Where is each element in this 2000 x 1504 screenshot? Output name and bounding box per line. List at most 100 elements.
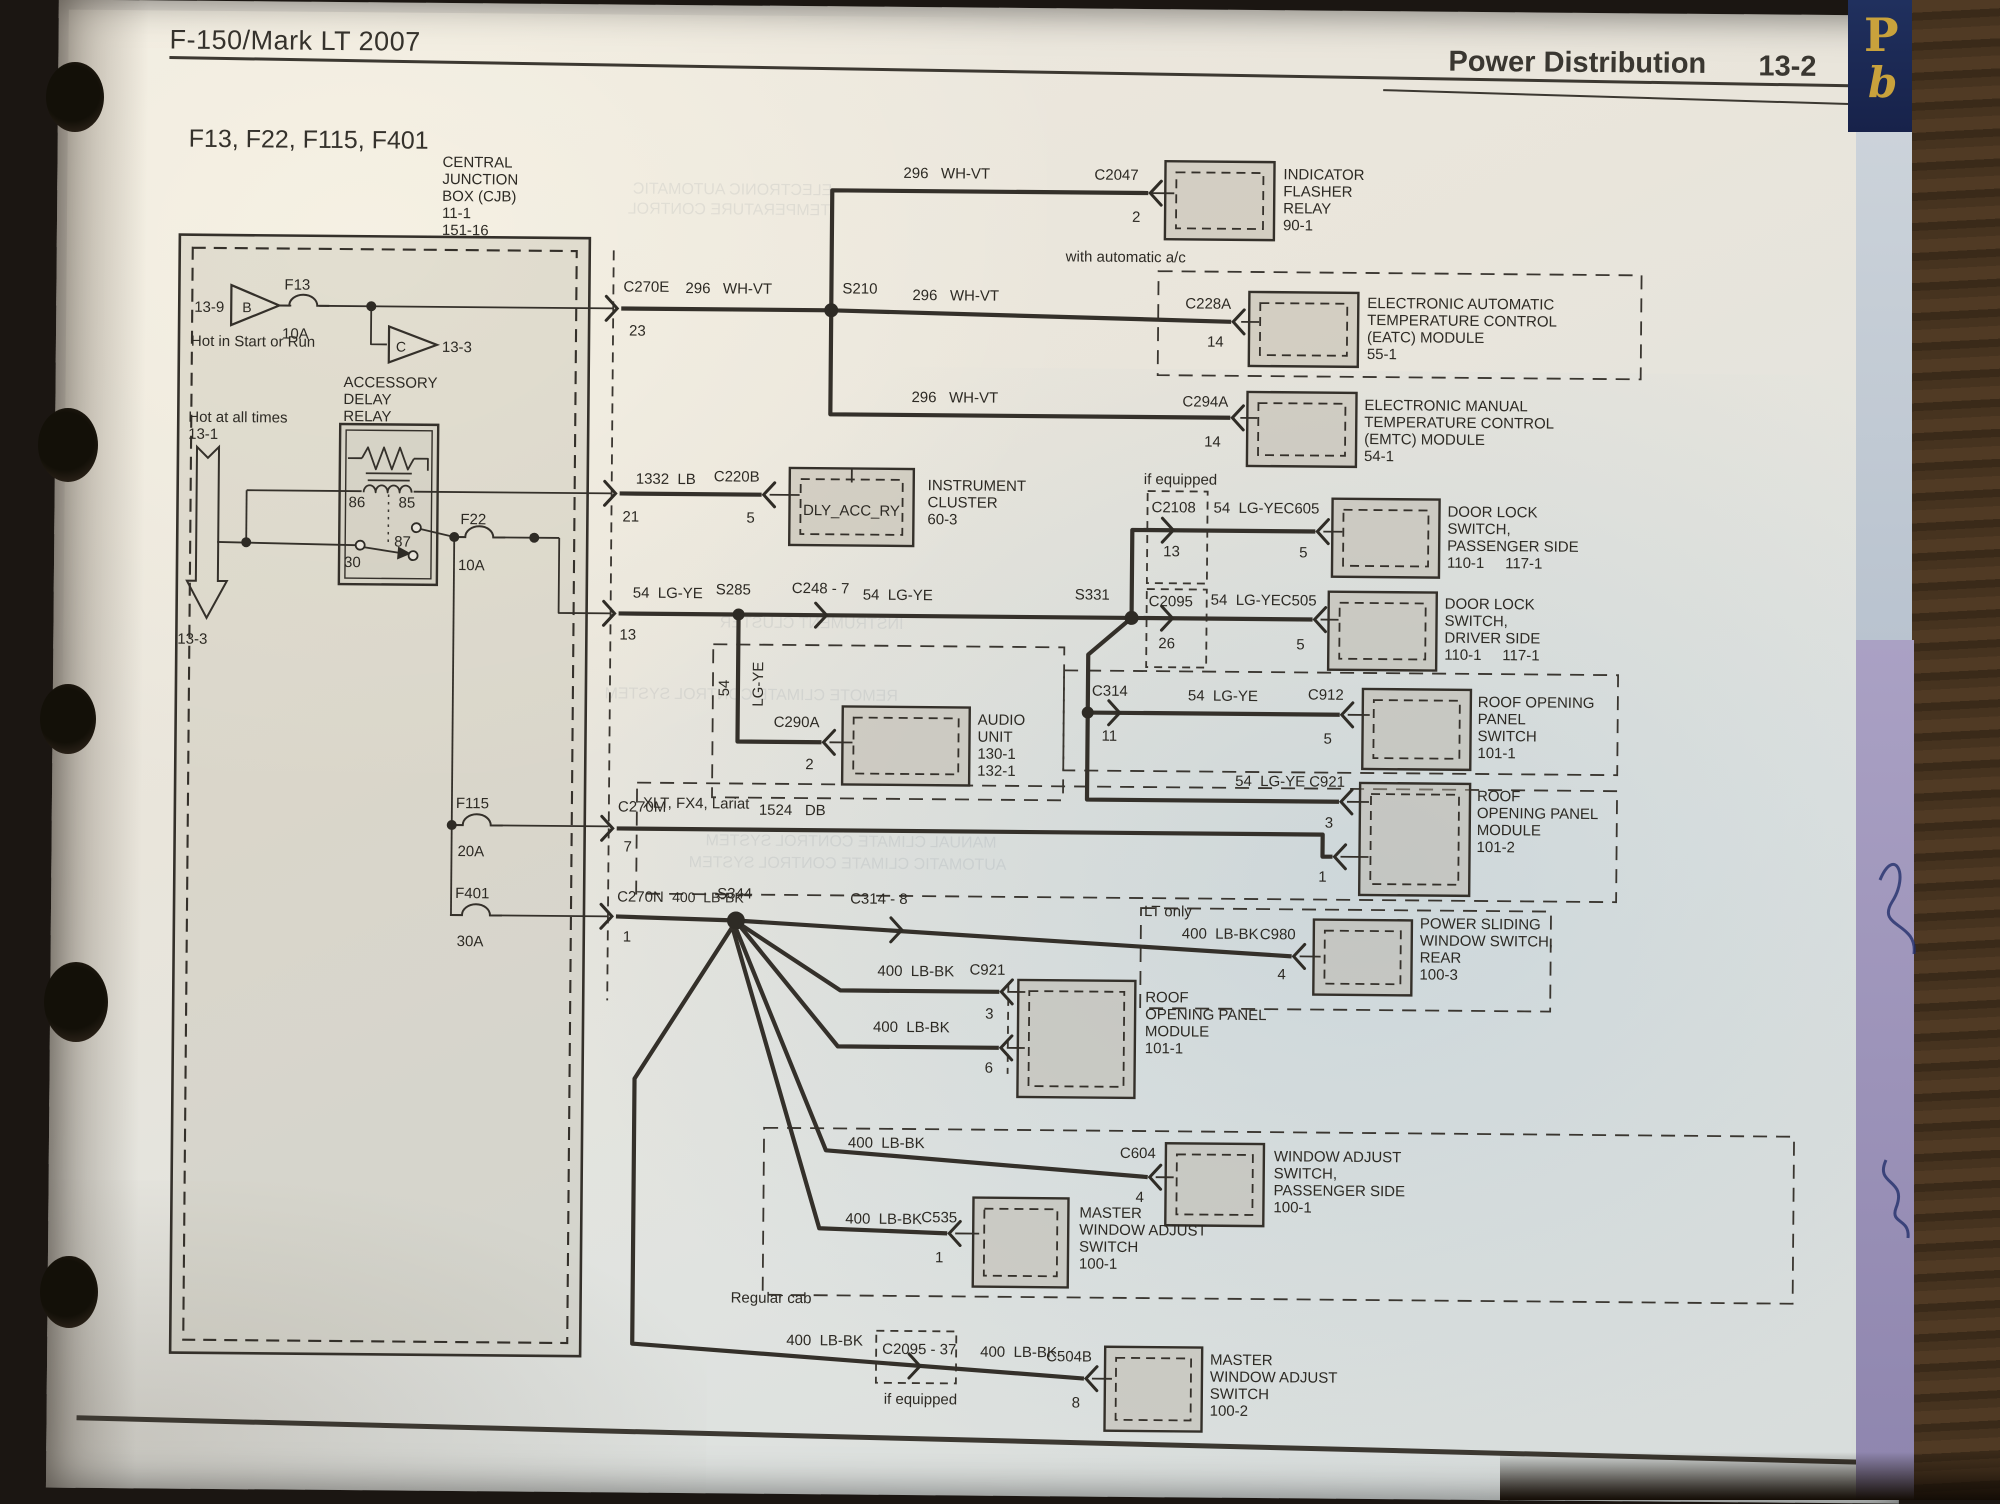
ghost-bleed-text: ELECTRONIC AUTOMATIC (633, 181, 833, 200)
diagram-label: ACCESSORY (344, 374, 438, 392)
wire-1524-col: DB (805, 802, 826, 819)
diagram-label: 60-3 (927, 511, 957, 528)
pin-14a: 14 (1207, 334, 1224, 351)
conn-c2095-37: C2095 - 37 (882, 1341, 956, 1359)
diagram-label: OPENING PANEL (1145, 1006, 1267, 1024)
relay-terminal (356, 541, 365, 550)
diagram-label: 101-1 (1477, 745, 1516, 762)
diagram-label: ELECTRONIC AUTOMATIC (1367, 295, 1554, 314)
cjb-ref-2: 151-16 (442, 222, 489, 239)
wire-54-6: 54 LG-YE (1235, 773, 1305, 791)
wire-296-4: 296 WH-VT (911, 389, 998, 407)
conn-c270n: C270N (617, 888, 664, 905)
pin-23: 23 (629, 323, 646, 340)
wire-54v-col: LG-YE (750, 662, 767, 707)
pin-6: 6 (985, 1060, 993, 1077)
diagram-label: (EATC) MODULE (1367, 329, 1484, 347)
book-pages-edge (1856, 128, 1912, 644)
diagram-label: WINDOW ADJUST (1210, 1369, 1338, 1387)
wire (1088, 713, 1340, 715)
splice-dot-s344 (727, 911, 745, 929)
diagram-label: WINDOW SWITCH, (1420, 932, 1553, 950)
wire-296-3: 296 WH-VT (912, 287, 999, 305)
conn-c505: C505 (1281, 592, 1317, 609)
relay-pin-87: 87 (394, 533, 411, 550)
wire (491, 825, 609, 826)
pin-1c: 1 (935, 1249, 943, 1266)
wire (620, 493, 762, 494)
diagram-label: FLASHER (1283, 183, 1352, 201)
binder-hole (40, 1256, 98, 1328)
wire-54-4: 54 LG-YE (1211, 592, 1281, 610)
relay-terminal (412, 523, 421, 532)
diagram-label: SWITCH (1210, 1386, 1269, 1404)
conn-c220b: C220B (714, 468, 760, 485)
wire-296-2: 296 WH-VT (903, 165, 990, 183)
fuse-f13-name: F13 (284, 277, 310, 294)
relay-pin-30: 30 (344, 554, 361, 571)
diagram-label: DRIVER SIDE (1444, 630, 1540, 648)
diagram-label: SWITCH (1477, 728, 1536, 746)
diagram-label: AUDIO (978, 712, 1026, 729)
diagram-label: SWITCH (1079, 1238, 1138, 1256)
conn-c314-8: C314 - 8 (850, 890, 908, 908)
conn-arrow-c270m (602, 816, 613, 840)
table-shadow (1500, 1452, 2000, 1500)
diagram-label: PASSENGER SIDE (1447, 538, 1579, 556)
diagram-label: TEMPERATURE CONTROL (1367, 312, 1557, 331)
ref-13-9: 13-9 (194, 299, 224, 316)
ref-13-3b: 13-3 (177, 631, 207, 648)
diagram-label: RELAY (1283, 200, 1331, 217)
conn-c605: C605 (1283, 500, 1319, 517)
diagram-label: ROOF (1145, 989, 1188, 1006)
diagram-label: PASSENGER SIDE (1274, 1182, 1406, 1200)
cjb-name-2: JUNCTION (442, 171, 518, 189)
diagram-label: MASTER (1079, 1205, 1142, 1223)
diagram-label: PANEL (1478, 711, 1526, 728)
diagram-label: INSTRUMENT (928, 477, 1026, 495)
pin-4b: 4 (1135, 1189, 1143, 1206)
triangle-c-label: C (396, 339, 406, 355)
wire (831, 310, 1231, 321)
note-if-equipped-2: if equipped (884, 1391, 958, 1409)
fuse-f115-name: F115 (456, 795, 489, 812)
note-auto-ac: with automatic a/c (1065, 248, 1187, 266)
relay-pin-86: 86 (348, 494, 365, 511)
diagram-label: WINDOW ADJUST (1079, 1221, 1207, 1239)
diagram-label: ROOF OPENING (1478, 694, 1595, 712)
ghost-bleed-text: MANUAL CLIMATE CONTROL SYSTEM (706, 832, 997, 852)
splice-dot-s210 (824, 303, 838, 317)
pin-3a: 3 (1325, 815, 1333, 832)
pin-13a: 13 (619, 626, 636, 643)
cluster-relay-name: DLY_ACC_RY (803, 502, 900, 520)
splice-dot-s285 (733, 608, 745, 620)
pin-5a: 5 (746, 510, 754, 527)
header-rule-right (1383, 90, 1903, 106)
spine-letter-b: b (1868, 58, 1897, 107)
diagram-label: 55-1 (1367, 346, 1397, 363)
splice-s331: S331 (1075, 586, 1110, 603)
splice-dot-s331 (1125, 611, 1139, 625)
note-if-equipped-1: if equipped (1144, 471, 1218, 489)
diagram-label: RELAY (343, 408, 391, 425)
binder-hole (40, 684, 96, 754)
roof-opening-panel-module-1-box (1017, 980, 1135, 1098)
diagram-label: 100-1 (1273, 1199, 1312, 1216)
wire (621, 308, 831, 310)
wire-54-5: 54 LG-YE (1188, 687, 1258, 705)
splice-s344: S344 (717, 885, 752, 902)
wire (735, 921, 1000, 991)
diagram-label: 100-2 (1210, 1403, 1249, 1420)
diagram-label: SWITCH, (1444, 613, 1507, 631)
fuse-f22-name: F22 (460, 511, 486, 528)
wire-400-f: 400 LB-BK (845, 1210, 922, 1228)
wire-400-c: 400 LB-BK (877, 963, 954, 981)
diagram-label: 101-2 (1477, 839, 1516, 856)
wire (830, 310, 1231, 417)
conn-c504b: C504B (1046, 1348, 1092, 1365)
diagram-label: SWITCH, (1447, 521, 1510, 539)
diagram-label: ELECTRONIC MANUAL (1364, 397, 1528, 415)
cjb-name-1: CENTRAL (442, 154, 512, 172)
